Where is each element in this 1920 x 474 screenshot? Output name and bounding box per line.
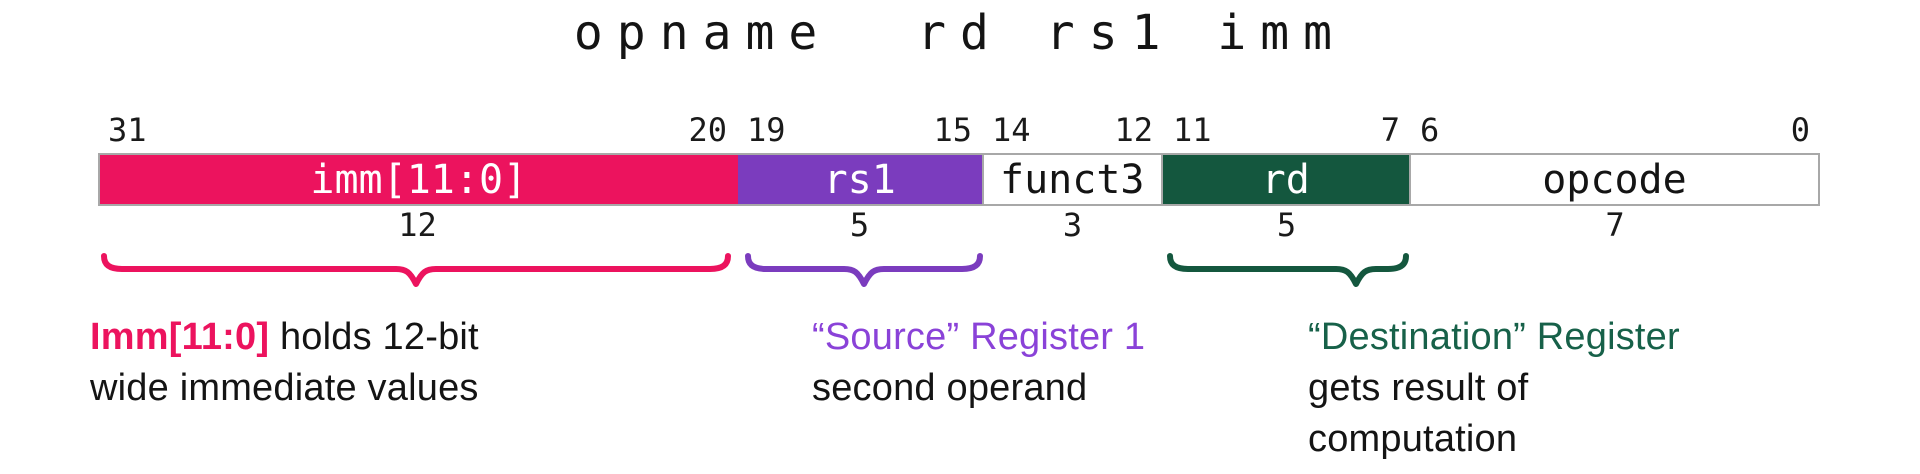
bit-high-funct3: 14 bbox=[992, 111, 1031, 149]
instruction-word: imm[11:0] rs1 funct3 rd opcode bbox=[98, 153, 1820, 206]
bit-high-imm: 31 bbox=[108, 111, 147, 149]
rd-annotation-line2: gets result of bbox=[1308, 367, 1529, 409]
imm-annotation: Imm[11:0] holds 12-bit wide immediate va… bbox=[90, 312, 479, 414]
imm-annotation-highlight: Imm[11:0] bbox=[90, 316, 270, 358]
bit-range-opcode: 6 0 bbox=[1410, 113, 1820, 147]
rd-annotation-line1: “Destination” Register bbox=[1308, 316, 1680, 358]
width-rd: 5 bbox=[1276, 206, 1297, 244]
bit-range-imm: 31 20 bbox=[98, 113, 737, 147]
rs1-annotation-line2: second operand bbox=[812, 367, 1088, 409]
field-imm: imm[11:0] bbox=[100, 155, 738, 204]
rs1-brace-path bbox=[745, 253, 983, 287]
bit-low-rd: 7 bbox=[1380, 111, 1400, 149]
field-rd: rd bbox=[1162, 155, 1409, 204]
field-opcode: opcode bbox=[1408, 155, 1818, 204]
instruction-syntax-title: opname rd rs1 imm bbox=[573, 5, 1347, 61]
field-funct3: funct3 bbox=[981, 155, 1163, 204]
bit-high-opcode: 6 bbox=[1420, 111, 1440, 149]
width-imm: 12 bbox=[398, 206, 437, 244]
bit-high-rd: 11 bbox=[1173, 111, 1212, 149]
bit-high-rs1: 19 bbox=[747, 111, 786, 149]
rd-annotation: “Destination” Register gets result of co… bbox=[1308, 312, 1680, 465]
imm-annotation-line1: holds 12-bit bbox=[269, 316, 479, 358]
bit-range-rd: 11 7 bbox=[1163, 113, 1410, 147]
width-funct3: 3 bbox=[1062, 206, 1083, 244]
rs1-annotation-line1: “Source” Register 1 bbox=[812, 316, 1146, 358]
bit-low-imm: 20 bbox=[688, 111, 727, 149]
rs1-annotation: “Source” Register 1 second operand bbox=[812, 312, 1145, 414]
bit-range-funct3: 14 12 bbox=[982, 113, 1163, 147]
bit-width-row: 12 5 3 5 7 bbox=[98, 208, 1820, 242]
bit-range-rs1: 19 15 bbox=[737, 113, 982, 147]
width-rs1: 5 bbox=[849, 206, 870, 244]
imm-brace-path bbox=[101, 253, 731, 287]
rd-annotation-line3: computation bbox=[1308, 418, 1518, 460]
field-rs1: rs1 bbox=[737, 155, 982, 204]
rs1-brace bbox=[745, 253, 983, 287]
bit-low-rs1: 15 bbox=[933, 111, 972, 149]
width-opcode: 7 bbox=[1605, 206, 1625, 244]
bit-low-opcode: 0 bbox=[1790, 111, 1810, 149]
imm-brace bbox=[101, 253, 731, 287]
imm-annotation-line2: wide immediate values bbox=[90, 367, 479, 409]
rd-brace-path bbox=[1167, 253, 1409, 287]
bit-low-funct3: 12 bbox=[1114, 111, 1153, 149]
bit-index-row: 31 20 19 15 14 12 11 7 6 0 bbox=[98, 113, 1820, 147]
rd-brace bbox=[1167, 253, 1409, 287]
